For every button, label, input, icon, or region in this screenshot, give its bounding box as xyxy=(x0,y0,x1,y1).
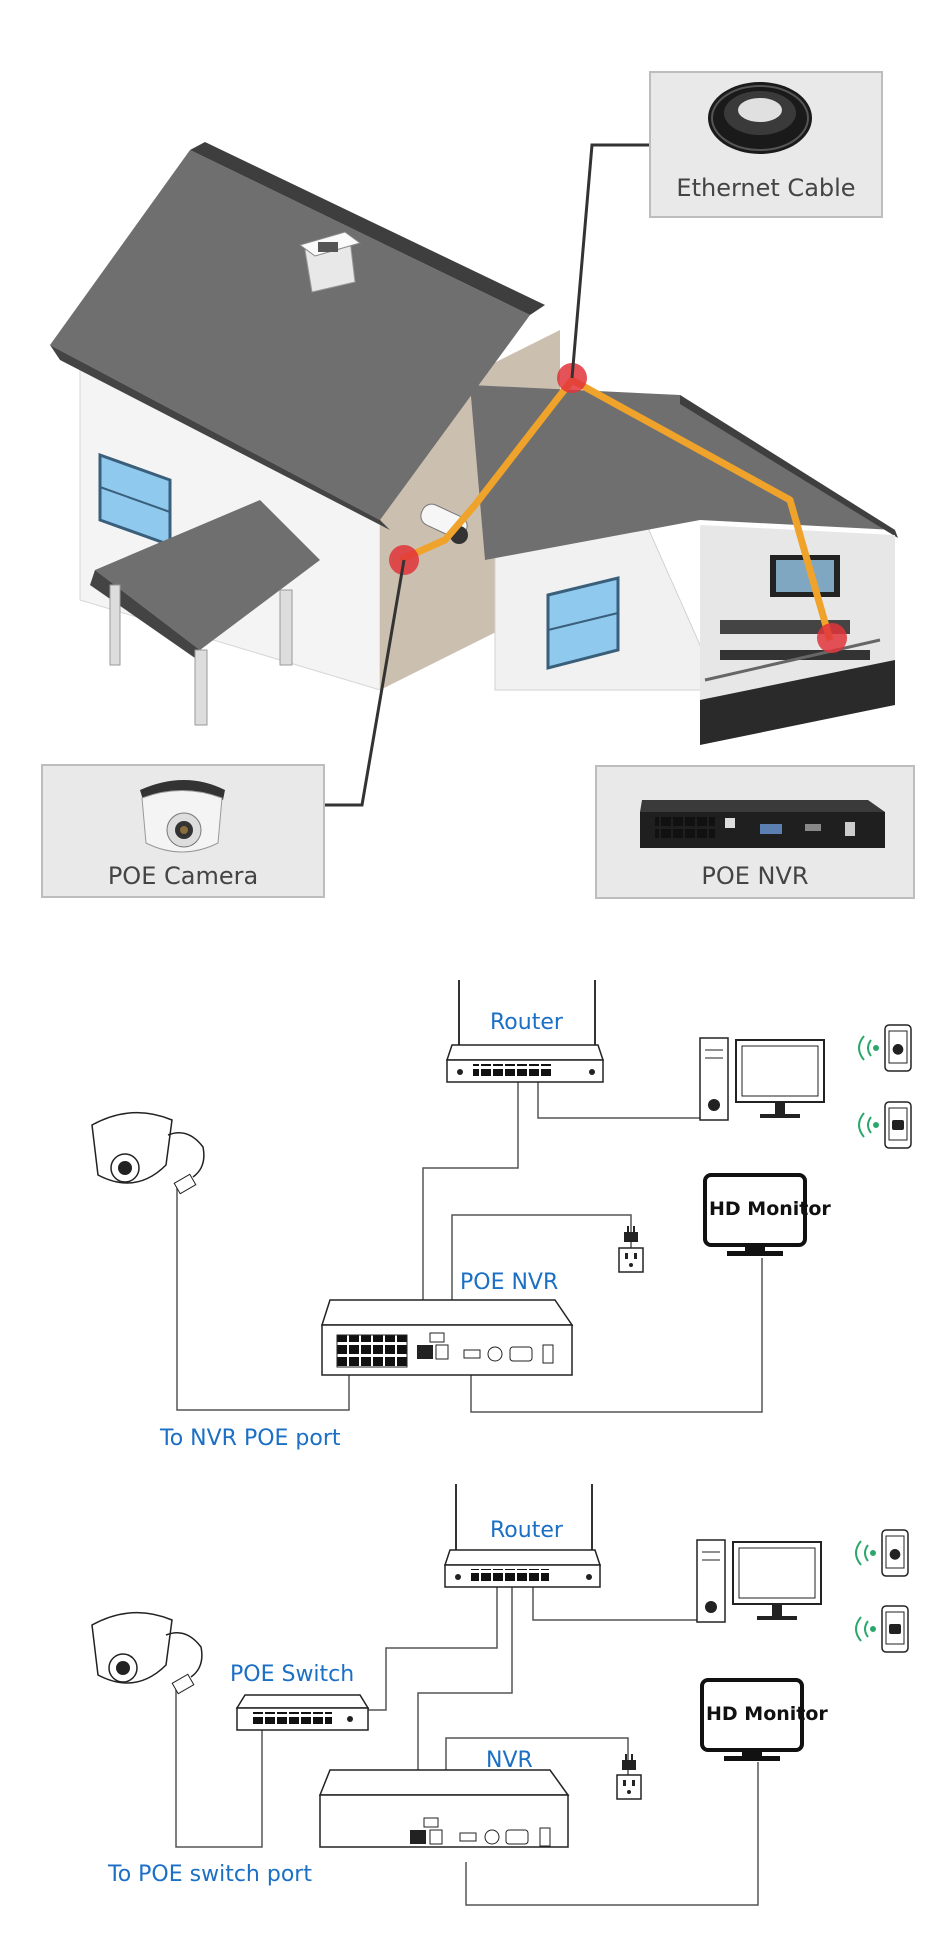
marker-nvr xyxy=(817,623,847,653)
main-roof-back xyxy=(190,142,545,315)
diagram2-poe-switch xyxy=(235,1694,370,1731)
diagram-poe-switch: ● xyxy=(91,1484,909,1906)
nvr-device-icon xyxy=(640,800,885,848)
svg-text:●: ● xyxy=(889,1546,901,1562)
diagram2-router-label: Router xyxy=(490,1518,563,1543)
chimney xyxy=(298,231,362,293)
diagram2-switch-label: POE Switch xyxy=(230,1662,355,1687)
main-roof-edge xyxy=(50,345,390,530)
diagram1-nvr-label: POE NVR xyxy=(460,1270,559,1295)
diagram2-wifi-icons xyxy=(855,1540,876,1642)
svg-text:●: ● xyxy=(892,1041,904,1057)
diagram1-router xyxy=(445,980,605,1083)
diagram1-port-caption: To NVR POE port xyxy=(160,1426,341,1451)
diagram1-wires xyxy=(176,1080,763,1413)
window-right xyxy=(546,576,620,670)
dome-camera-icon xyxy=(140,780,225,853)
diagram2-hd-monitor xyxy=(700,1678,804,1761)
diagram1-dome-camera xyxy=(91,1111,205,1195)
leader-line-camera xyxy=(324,559,406,807)
porch xyxy=(90,500,320,726)
diagram1-nvr-box xyxy=(320,1299,574,1376)
diagram2-power-plug xyxy=(616,1754,642,1800)
diagram1-hd-monitor-label: HD Monitor xyxy=(709,1198,831,1220)
diagram1-apple-phone: ● xyxy=(884,1024,912,1072)
house-illustration xyxy=(50,142,898,807)
ethernet-cable-label: Ethernet Cable xyxy=(676,174,856,202)
diagram2-apple-phone: ● xyxy=(881,1529,909,1577)
extension-roof xyxy=(470,385,895,560)
diagram2-dome-camera xyxy=(91,1611,203,1695)
poe-camera-label: POE Camera xyxy=(107,862,259,890)
diagram1-wifi-icons xyxy=(858,1035,879,1138)
diagram-poe-nvr: ● xyxy=(91,980,912,1413)
diagram2-pc xyxy=(696,1539,822,1623)
extension-roof-ridge xyxy=(680,395,898,538)
leader-line-ethernet xyxy=(570,143,650,379)
diagram1-power-plug xyxy=(618,1226,644,1273)
diagram1-pc xyxy=(699,1037,825,1121)
diagram2-hd-monitor-label: HD Monitor xyxy=(706,1703,828,1725)
diagram2-nvr-label: NVR xyxy=(486,1748,533,1773)
diagram2-port-caption: To POE switch port xyxy=(108,1862,312,1887)
ethernet-cable-route xyxy=(398,376,834,641)
diagram2-wires xyxy=(175,1585,759,1906)
diagram1-router-label: Router xyxy=(490,1010,563,1035)
main-roof xyxy=(50,150,530,520)
diagram2-router xyxy=(443,1484,602,1588)
diagram1-android-phone xyxy=(884,1101,912,1149)
diagram1-hd-monitor xyxy=(703,1173,807,1256)
cable-coil-icon xyxy=(708,82,812,154)
diagram2-android-phone xyxy=(881,1605,909,1653)
poe-nvr-label: POE NVR xyxy=(701,862,809,890)
cutaway-room xyxy=(700,525,895,745)
diagram2-nvr-box xyxy=(318,1769,570,1848)
